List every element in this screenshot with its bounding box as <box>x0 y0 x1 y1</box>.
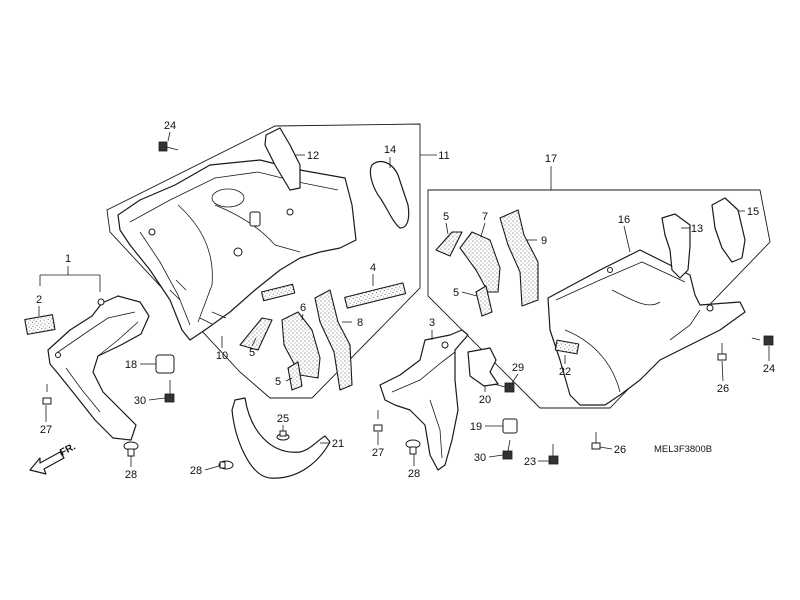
front-direction-label: FR. <box>58 441 78 458</box>
part-7-pad <box>459 231 501 293</box>
callout-1: 1 <box>65 253 71 265</box>
part-14-cover <box>369 161 410 229</box>
callout-19: 19 <box>470 421 482 433</box>
part-6-pad <box>281 311 321 379</box>
part-16-lower-cowl <box>547 249 746 406</box>
part-28-rivet-middle <box>405 439 421 455</box>
callout-27: 27 <box>372 447 384 459</box>
part-23-bolt <box>548 444 559 465</box>
callout-5: 5 <box>249 347 255 359</box>
part-1-inner-side-cover <box>47 295 150 441</box>
part-24-bolt-right <box>751 335 774 346</box>
part-30-bolt-left <box>164 380 175 403</box>
callout-13: 13 <box>691 223 703 235</box>
callout-2: 2 <box>36 294 42 306</box>
callout-30: 30 <box>474 452 486 464</box>
part-9-pad <box>499 209 539 307</box>
callout-20: 20 <box>479 394 491 406</box>
part-24-bolt-top <box>158 141 179 152</box>
callout-labels: 24 12 14 11 17 1 2 4 5 7 9 5 16 13 15 6 … <box>36 120 775 481</box>
callout-7: 7 <box>482 211 488 223</box>
callout-24: 24 <box>763 363 775 375</box>
callout-17: 17 <box>545 153 557 165</box>
callout-10: 10 <box>216 350 228 362</box>
callout-28: 28 <box>125 469 137 481</box>
callout-11: 11 <box>438 150 449 162</box>
callout-4: 4 <box>370 262 376 274</box>
part-22-pad <box>554 339 580 355</box>
callout-8: 8 <box>357 317 363 329</box>
part-5-pad-b <box>287 361 303 391</box>
callout-21: 21 <box>332 438 344 450</box>
part-30-bolt-middle <box>502 439 513 460</box>
part-29-bolt <box>493 382 515 393</box>
callout-12: 12 <box>307 150 319 162</box>
callout-29: 29 <box>512 362 524 374</box>
callout-26: 26 <box>614 444 626 456</box>
part-21-heat-guard <box>231 397 331 479</box>
part-15-cover <box>711 197 746 263</box>
part-8-pad <box>314 289 353 391</box>
callout-3: 3 <box>429 317 435 329</box>
callout-27: 27 <box>40 424 52 436</box>
part-11-under-cowl-panel <box>117 159 357 341</box>
callout-9: 9 <box>541 235 547 247</box>
part-28-rivet-bottom <box>218 460 234 470</box>
part-3-inner-bracket <box>379 329 469 471</box>
part-5-pad-d <box>475 285 493 317</box>
callout-5: 5 <box>453 287 459 299</box>
callout-24: 24 <box>164 120 176 132</box>
part-10-strip <box>260 283 296 302</box>
part-5-pad-c <box>435 231 463 257</box>
callout-26: 26 <box>717 383 729 395</box>
group-17-frame <box>427 189 771 409</box>
part-13-cover <box>661 213 691 279</box>
callout-30: 30 <box>134 395 146 407</box>
part-26-rivet-right <box>717 343 727 361</box>
callout-28: 28 <box>190 465 202 477</box>
part-26-rivet-bottom <box>591 432 601 450</box>
part-19-clip-nut <box>502 418 518 434</box>
callout-5: 5 <box>275 376 281 388</box>
part-5-pad-a <box>239 317 273 351</box>
group-1-bracket <box>39 266 101 292</box>
part-18-clip <box>155 354 175 374</box>
part-20-bracket <box>467 347 499 387</box>
callout-22: 22 <box>559 366 571 378</box>
part-27-rivet-middle <box>373 410 383 432</box>
callout-23: 23 <box>524 456 536 468</box>
callout-18: 18 <box>125 359 137 371</box>
part-2-pad <box>24 314 56 335</box>
callout-15: 15 <box>747 206 759 218</box>
part-28-rivet-left <box>123 441 139 457</box>
part-4-strip <box>344 282 407 309</box>
part-25-rivet <box>276 430 290 441</box>
callout-28: 28 <box>408 468 420 480</box>
part-27-rivet-left <box>42 384 52 405</box>
callout-16: 16 <box>618 214 630 226</box>
callout-14: 14 <box>384 144 396 156</box>
part-12-rubber-seal <box>264 127 301 191</box>
front-direction-arrow: FR. <box>29 441 78 475</box>
callout-25: 25 <box>277 413 289 425</box>
drawing-code: MEL3F3800B <box>654 444 712 455</box>
callout-6: 6 <box>300 302 306 314</box>
leader-lines <box>38 131 770 471</box>
callout-5: 5 <box>443 211 449 223</box>
group-11-frame <box>106 123 421 399</box>
